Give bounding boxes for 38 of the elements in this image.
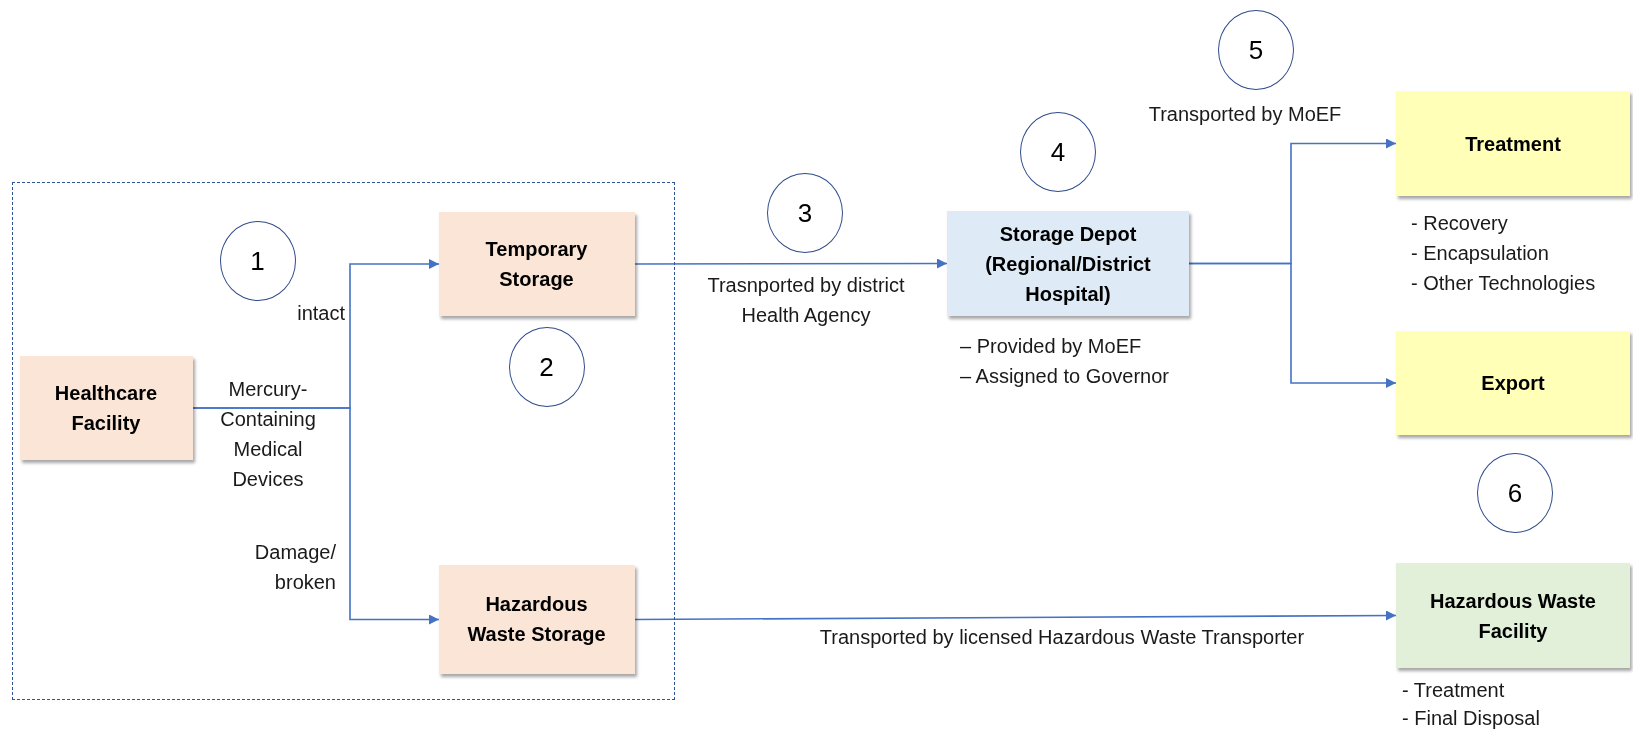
box-title: Hazardous Waste Facility bbox=[1429, 588, 1597, 644]
edge-label: Damage/ broken bbox=[253, 540, 336, 595]
box-title: Export bbox=[1481, 371, 1545, 396]
step-number: 5 bbox=[1248, 35, 1264, 65]
note-text: - Treatment bbox=[1402, 678, 1505, 703]
step-number: 1 bbox=[250, 245, 265, 276]
process-box bbox=[1396, 563, 1630, 668]
edge-label: Transported by MoEF bbox=[1148, 102, 1342, 127]
note-text: – Provided by MoEF bbox=[960, 334, 1142, 359]
dashed-boundary bbox=[12, 182, 675, 700]
process-box bbox=[438, 211, 635, 316]
arrow bbox=[634, 610, 1397, 621]
flow-label: Mercury- Containing Medical Devices bbox=[219, 377, 317, 492]
process-box bbox=[438, 564, 635, 674]
process-box bbox=[1396, 331, 1630, 435]
box-title: Storage Depot (Regional/District Hospital) bbox=[984, 221, 1152, 307]
process-box bbox=[19, 355, 193, 460]
arrow bbox=[634, 258, 948, 269]
process-box bbox=[947, 211, 1189, 316]
step-number: 2 bbox=[539, 351, 554, 382]
edge-label: intact bbox=[297, 301, 345, 326]
process-box bbox=[1396, 91, 1630, 196]
note-text: - Other Technologies bbox=[1411, 271, 1596, 296]
note-text: – Assigned to Governor bbox=[960, 364, 1169, 389]
box-title: Temporary Storage bbox=[484, 236, 589, 292]
note-text: - Final Disposal bbox=[1402, 706, 1540, 731]
arrow bbox=[1188, 262, 1397, 388]
arrow bbox=[192, 407, 440, 625]
step-number: 6 bbox=[1507, 478, 1523, 508]
edge-label: Transported by licensed Hazardous Waste Transporter bbox=[819, 625, 1305, 650]
step-number: 3 bbox=[797, 198, 813, 228]
box-title: Healthcare Facility bbox=[53, 380, 159, 436]
note-text: - Recovery bbox=[1411, 211, 1508, 236]
step-number: 4 bbox=[1050, 137, 1066, 167]
note-text: - Encapsulation bbox=[1411, 241, 1549, 266]
box-title: Treatment bbox=[1465, 131, 1561, 157]
edge-label: Trasnported by district Health Agency bbox=[706, 273, 906, 328]
box-title: Hazardous Waste Storage bbox=[466, 592, 607, 647]
